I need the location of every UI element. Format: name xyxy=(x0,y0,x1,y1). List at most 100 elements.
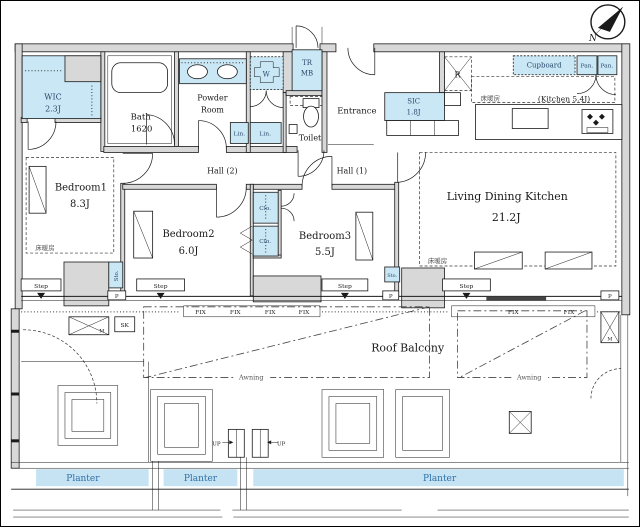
step-label: Step xyxy=(460,283,474,290)
sk-label: SK xyxy=(120,322,129,329)
storage-box xyxy=(108,261,124,289)
hatch-arc xyxy=(590,368,621,399)
wic-door-arc xyxy=(28,121,57,150)
slop-sink xyxy=(114,316,136,333)
step-arrow-icon xyxy=(462,292,471,299)
powder-door-arc xyxy=(198,120,227,149)
toilet-label: Toilet xyxy=(299,133,322,142)
pantry-door-arc xyxy=(577,74,597,94)
stairs-up: UP UP xyxy=(212,428,286,458)
awning-label: Awning xyxy=(238,374,263,382)
pantry-door-arc xyxy=(595,74,616,95)
bedroom3-label: Bedroom3 xyxy=(299,231,351,242)
burner-icon xyxy=(592,119,599,126)
linen-cabinets: Lin. Lin. xyxy=(229,122,282,144)
paper-holder xyxy=(288,124,298,134)
closets: Clo. Clo. xyxy=(239,191,295,257)
ldk-label: Living Dining Kitchen xyxy=(447,190,568,203)
hall2-label: Hall (2) xyxy=(207,166,238,175)
bedroom3-door-arc xyxy=(301,156,332,187)
floor-heating-label: 床暖房 xyxy=(481,94,500,103)
sic-step xyxy=(386,120,459,136)
planter-band xyxy=(36,469,149,487)
powder-label: Powder xyxy=(197,94,227,103)
step-marker xyxy=(20,278,62,292)
bedroom2-label: Bedroom2 xyxy=(162,229,214,240)
entrance-label: Entrance xyxy=(337,106,376,116)
grill xyxy=(586,127,609,133)
roof-balcony-label: Roof Balcony xyxy=(371,342,445,355)
fix-label: FIX xyxy=(265,309,276,316)
fix-label: FIX xyxy=(299,309,310,316)
step-label: Step xyxy=(154,283,168,290)
awning-outline xyxy=(143,306,430,378)
step-marker xyxy=(442,278,491,292)
bedroom1: 床暖房 Bedroom1 8.3J Sto. xyxy=(25,157,124,289)
sic-shelf xyxy=(444,92,461,106)
bath-label: Bath xyxy=(131,112,152,122)
step-label: Step xyxy=(338,283,352,290)
pantry xyxy=(597,55,618,76)
structural-column xyxy=(252,275,322,303)
skylight xyxy=(395,389,450,458)
up-label: UP xyxy=(212,441,221,447)
washer-pan xyxy=(249,56,284,91)
washer-door-arc xyxy=(265,90,284,108)
sic-label: SIC xyxy=(407,98,420,106)
bedroom1-size: 8.3J xyxy=(70,199,90,210)
ldk-door-arc xyxy=(397,152,426,183)
pantry-label: Pan. xyxy=(600,63,613,70)
pantry xyxy=(576,55,598,76)
floor-heating-label: 床暖房 xyxy=(35,243,54,252)
planter-label: Planter xyxy=(423,474,457,484)
sink-bowl xyxy=(187,64,208,80)
kitchen-sink xyxy=(511,108,549,129)
linen-label: Lin. xyxy=(259,130,271,137)
north-arrow-icon xyxy=(597,6,623,32)
cupboard xyxy=(512,55,576,76)
closet-door-arc xyxy=(281,193,295,207)
kitchen: R 床暖房 (Kitchen 5.4J) Cupboard Pan. Pan. xyxy=(444,55,623,140)
planter-label: Planter xyxy=(184,474,218,484)
tr-door-arc xyxy=(296,25,319,48)
fix-label: FIX xyxy=(564,309,575,316)
fix-label: FIX xyxy=(195,309,206,316)
trunk-meter-box: TR MB xyxy=(291,49,323,92)
p-label: P xyxy=(389,294,393,300)
meter-label: M xyxy=(607,337,612,343)
skylight xyxy=(150,389,213,462)
compass: N xyxy=(588,4,626,44)
fridge-space xyxy=(444,56,472,92)
bathtub xyxy=(111,62,168,94)
doors xyxy=(27,25,426,218)
powder-label2: Room xyxy=(201,106,225,115)
up-label: UP xyxy=(277,441,286,447)
storage-label: Sto. xyxy=(114,270,120,281)
washer-icon xyxy=(254,61,280,83)
planters: Planter Planter Planter xyxy=(11,469,629,518)
step-arrow-icon xyxy=(340,292,349,299)
arrow-icon xyxy=(229,440,234,445)
mb-label: MB xyxy=(301,70,313,78)
sill-hatch xyxy=(486,296,547,301)
p-marker xyxy=(382,290,400,301)
toilet-room: Toilet xyxy=(288,96,323,142)
sic-size: 1.8J xyxy=(407,109,421,117)
fix-label: FIX xyxy=(230,309,241,316)
meter-label: M xyxy=(99,329,104,335)
step-arrow-icon xyxy=(156,292,165,299)
bedroom2-door-arc xyxy=(216,187,247,218)
closet-door-arc xyxy=(281,207,295,222)
closet-label: Clo. xyxy=(259,205,271,212)
ldk-size: 21.2J xyxy=(492,211,521,224)
step-label: Step xyxy=(34,283,48,290)
bedroom3-size: 5.5J xyxy=(315,247,335,258)
step-marker xyxy=(136,278,185,292)
storage-box xyxy=(384,266,401,283)
planter-band xyxy=(253,469,624,487)
p-marker xyxy=(107,290,127,301)
planter-label: Planter xyxy=(66,474,100,484)
entrance-door-arc xyxy=(347,47,375,76)
skylight xyxy=(57,385,119,446)
